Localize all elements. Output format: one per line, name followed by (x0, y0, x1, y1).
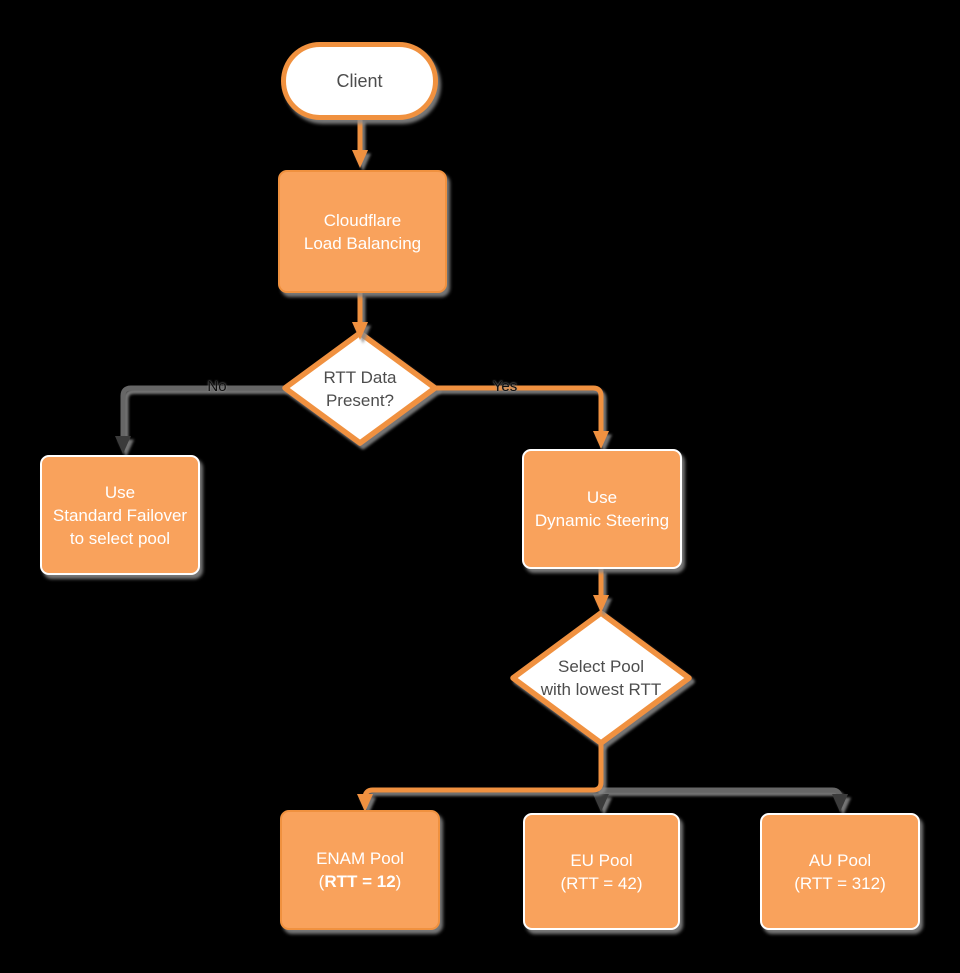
node-label-line: Use (586, 488, 618, 507)
rtt-decision-label: RTT Data Present? (285, 333, 435, 445)
eu-pool-node: EU Pool (RTT = 42) (523, 813, 680, 930)
node-label-line: ENAM Pool (316, 849, 404, 868)
dynamic-steering-node: Use Dynamic Steering (522, 449, 682, 569)
edge-no-to-failover (120, 385, 285, 438)
client-label: Client (336, 70, 383, 91)
node-label-line: (RTT = 12) (319, 870, 402, 893)
node-label-line: (RTT = 312) (794, 873, 886, 893)
edge-label-no: No (207, 378, 227, 395)
au-pool-node: AU Pool (RTT = 312) (760, 813, 920, 930)
node-label-line: Dynamic Steering (534, 511, 670, 530)
paren-close: ) (395, 872, 402, 891)
edge-select-to-enam-pool (362, 743, 604, 799)
arrowhead-down-icon (593, 595, 609, 613)
node-label-line: Select Pool (558, 657, 644, 676)
node-label-line: EU Pool (570, 850, 633, 870)
edge-yes-to-dynamic-steering (435, 385, 604, 433)
cloudflare-load-balancing-node: Cloudflare Load Balancing (278, 170, 447, 293)
node-label-line: to select pool (69, 528, 171, 548)
rtt-decision-diamond (282, 330, 438, 446)
node-label-line: (RTT = 42) (560, 873, 643, 893)
arrowhead-down-icon (115, 436, 131, 454)
arrowhead-down-icon (593, 431, 609, 449)
decision-shapes (282, 330, 692, 746)
node-label-line: Load Balancing (303, 233, 422, 253)
node-label-line: RTT Data (323, 368, 397, 387)
node-label-line: Cloudflare (323, 210, 402, 230)
arrowhead-down-icon (832, 794, 848, 812)
edge-to-au-pool (601, 787, 843, 799)
select-pool-label: Select Pool with lowest RTT (513, 613, 689, 743)
arrowhead-down-icon (593, 794, 609, 812)
arrowhead-down-icon (352, 322, 368, 340)
node-label-line: Present? (325, 391, 395, 410)
arrowhead-down-icon (352, 150, 368, 168)
paren-open: ( (318, 872, 325, 891)
edge-label-yes: Yes (492, 378, 518, 395)
standard-failover-node: Use Standard Failover to select pool (40, 455, 200, 575)
rtt-value-bold: RTT = 12 (324, 872, 396, 891)
arrowhead-down-icon (357, 794, 373, 812)
node-label-line: Standard Failover (52, 505, 188, 525)
node-label-line: Use (104, 482, 136, 502)
enam-pool-node: ENAM Pool (RTT = 12) (280, 810, 440, 930)
orange-connectors (352, 118, 609, 812)
node-label-line: AU Pool (808, 850, 872, 870)
client-node: Client (281, 42, 438, 120)
gray-connectors (115, 385, 848, 812)
node-label-line: with lowest RTT (540, 680, 662, 699)
